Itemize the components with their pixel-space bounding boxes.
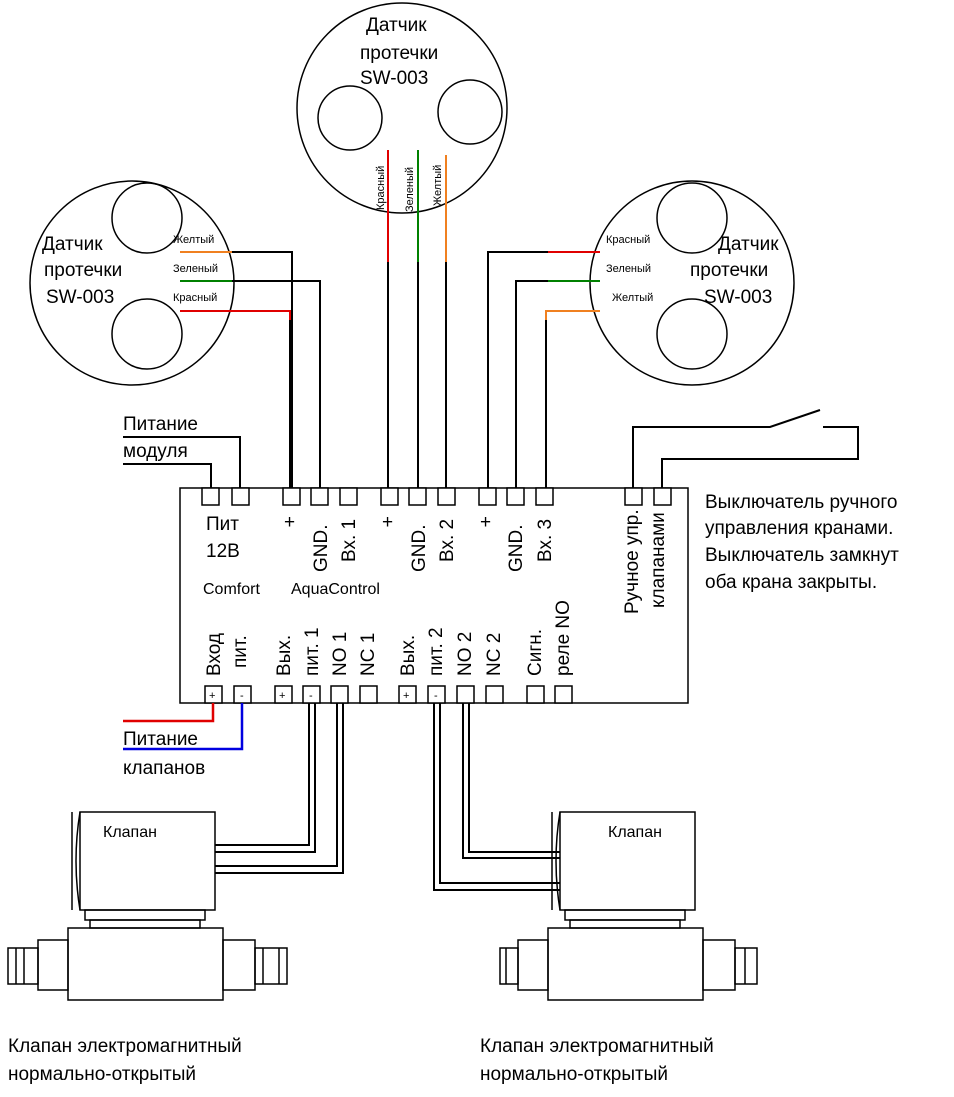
sensor-right-title2: протечки (690, 260, 768, 281)
sensor-top-model: SW-003 (360, 68, 428, 89)
label-no1: NO 1 (330, 632, 351, 676)
sensor-right-wire1: Красный (606, 234, 650, 246)
control-module: + - + - + - Пит 12В + GND. Вх. 1 + GND. … (179, 487, 689, 704)
label-signal-2: реле NO (553, 600, 574, 676)
valve-left: Клапан Клапан электромагнитный нормально… (7, 811, 288, 1085)
switch-note-line1: Выключатель ручного (705, 492, 897, 513)
label-manual-2: клапанами (648, 512, 669, 608)
term-out1-plus: + (279, 690, 285, 702)
valve-left-label: Клапан (103, 824, 157, 841)
sensor-left-wire1: Желтый (173, 234, 214, 246)
term-out2-plus: + (403, 690, 409, 702)
label-in-1: Вх. 1 (339, 519, 360, 562)
valve-right-label: Клапан (608, 824, 662, 841)
term-in-plus: + (209, 690, 215, 702)
sensor-right-wire3: Желтый (612, 292, 653, 304)
sensor-left-wire3: Красный (173, 292, 217, 304)
sensor-right-wire2: Зеленый (606, 263, 651, 275)
sensor-left-model: SW-003 (46, 287, 114, 308)
switch-note-line4: оба крана закрыты. (705, 572, 877, 593)
valve-right-caption2: нормально-открытый (480, 1064, 668, 1085)
label-plus-2: + (382, 512, 393, 533)
label-gnd-1: GND. (311, 525, 332, 573)
valve-right-caption1: Клапан электромагнитный (480, 1036, 714, 1057)
sensor-right-title1: Датчик (718, 234, 779, 255)
valve-left-caption2: нормально-открытый (8, 1064, 196, 1085)
sensor-left: Датчик протечки SW-003 Желтый Зеленый Кр… (29, 180, 235, 386)
label-gnd-3: GND. (506, 525, 527, 573)
module-power-label2: модуля (123, 441, 188, 462)
label-in-2: Вх. 2 (437, 519, 458, 562)
valve-power-label2: клапанов (123, 758, 205, 779)
sensor-top-title1: Датчик (366, 15, 427, 36)
switch-note-line2: управления кранами. (705, 518, 893, 539)
valve-wires (215, 703, 560, 891)
label-out1-a: Вых. (274, 635, 295, 676)
term-out1-minus: - (309, 690, 313, 702)
label-manual-1: Ручное упр. (622, 509, 643, 614)
sensor-top: Датчик протечки SW-003 Красный Зеленый Ж… (296, 2, 508, 214)
term-out2-minus: - (434, 690, 438, 702)
sensor-right-model: SW-003 (704, 287, 772, 308)
sensor-top-wire3: Желтый (432, 165, 444, 206)
label-input-1: Вход (204, 633, 225, 676)
switch-note-line3: Выключатель замкнут (705, 545, 899, 566)
brand-comfort: Comfort (203, 581, 260, 598)
valve-left-caption1: Клапан электромагнитный (8, 1036, 242, 1057)
label-pit: Пит (206, 514, 239, 535)
label-plus-3: + (480, 512, 491, 533)
sensor-wires (180, 150, 600, 488)
valve-power-wiring: Питание клапанов (123, 703, 244, 779)
sensor-right: Датчик протечки SW-003 Красный Зеленый Ж… (589, 180, 795, 386)
brand-aquacontrol: AquaControl (291, 581, 380, 598)
valve-power-label1: Питание (123, 729, 198, 750)
sensor-top-title2: протечки (360, 43, 438, 64)
sensor-left-title1: Датчик (42, 234, 103, 255)
bottom-terminals (204, 685, 573, 704)
sensor-left-title2: протечки (44, 260, 122, 281)
label-out1-b: пит. 1 (302, 627, 323, 676)
manual-switch: Выключатель ручного управления кранами. … (632, 409, 899, 593)
top-terminals (201, 487, 672, 506)
label-gnd-2: GND. (409, 525, 430, 573)
label-out2-a: Вых. (398, 635, 419, 676)
module-power-label1: Питание (123, 414, 198, 435)
label-plus-1: + (284, 512, 295, 533)
sensor-top-wire2: Зеленый (404, 167, 416, 212)
sensor-top-wire1: Красный (375, 166, 387, 210)
label-in-3: Вх. 3 (535, 519, 556, 562)
label-12v: 12В (206, 541, 240, 562)
valve-right: Клапан Клапан электромагнитный нормально… (480, 811, 758, 1085)
module-power-wiring: Питание модуля (123, 414, 241, 488)
label-nc1: NC 1 (358, 633, 379, 676)
sensor-left-wire2: Зеленый (173, 263, 218, 275)
term-in-minus: - (240, 690, 244, 702)
label-nc2: NC 2 (484, 633, 505, 676)
label-out2-b: пит. 2 (426, 627, 447, 676)
label-input-2: пит. (230, 635, 251, 668)
label-no2: NO 2 (455, 632, 476, 676)
label-signal-1: Сигн. (525, 629, 546, 676)
